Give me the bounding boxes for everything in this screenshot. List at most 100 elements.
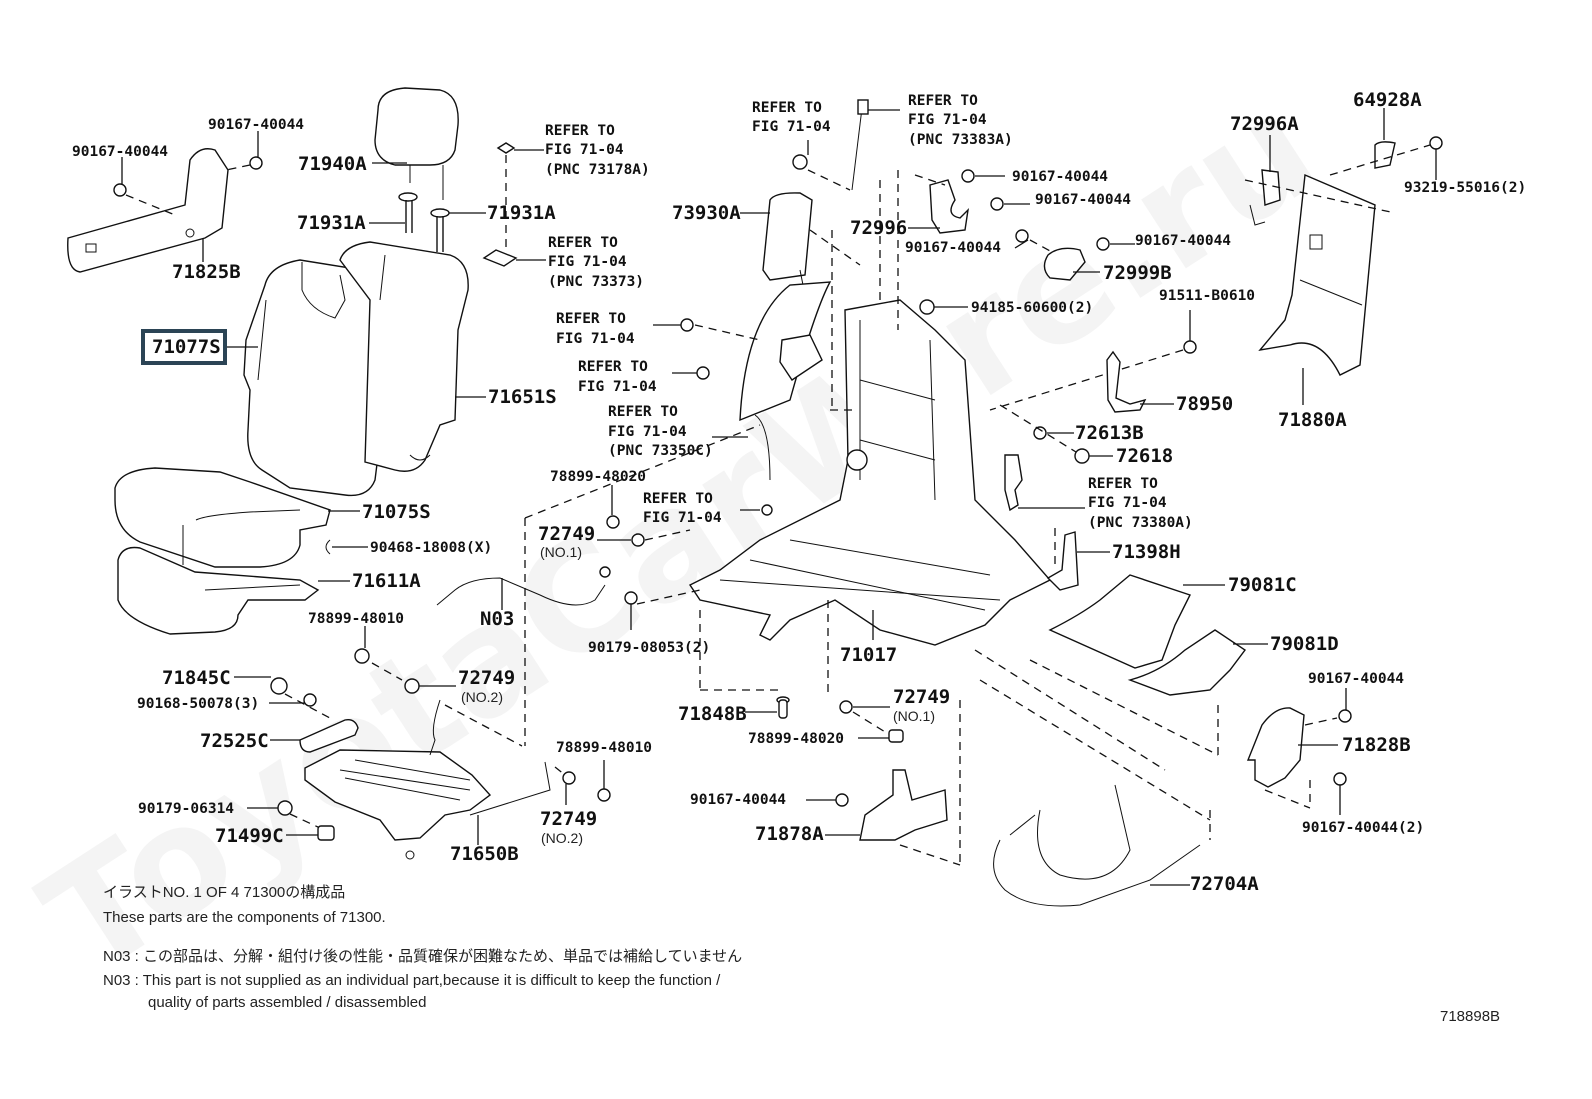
label-78899-48020[interactable]: 78899-48020 <box>748 731 844 747</box>
label-72996A[interactable]: 72996A <box>1230 113 1299 135</box>
label-90167-40044[interactable]: 90167-40044 <box>1135 233 1231 249</box>
refer-to-fig-71-04-belt-b[interactable]: REFER TO FIG 71-04 <box>578 359 657 395</box>
part-71825B-armrest-cover[interactable] <box>67 148 229 273</box>
label-72704A[interactable]: 72704A <box>1190 873 1259 895</box>
refer-to-fig-71-04-belt-a[interactable]: REFER TO FIG 71-04 <box>556 311 635 347</box>
label-90167-40044[interactable]: 90167-40044 <box>690 792 786 808</box>
label-72525C[interactable]: 72525C <box>200 730 269 752</box>
label-72996[interactable]: 72996 <box>850 217 907 239</box>
label-90167-40044[interactable]: 90167-40044 <box>1035 192 1131 208</box>
label-71931A[interactable]: 71931A <box>487 202 556 224</box>
label-72749[interactable]: 72749 <box>893 686 950 708</box>
label-72749[interactable]: 72749 <box>540 808 597 830</box>
label-78899-48010[interactable]: 78899-48010 <box>556 740 652 756</box>
refer-line: FIG 71-04 <box>643 510 722 526</box>
part-71398H-bracket[interactable] <box>1046 531 1079 591</box>
label-64928A[interactable]: 64928A <box>1353 89 1422 111</box>
label-71651S[interactable]: 71651S <box>488 386 557 408</box>
label-78899-48010[interactable]: 78899-48010 <box>308 611 404 627</box>
label-71931A[interactable]: 71931A <box>297 212 366 234</box>
part-71017-seat-track-frame[interactable] <box>688 299 1052 646</box>
label-79081C[interactable]: 79081C <box>1228 574 1297 596</box>
part-71940A-headrest[interactable] <box>374 87 459 200</box>
part-seatbelt-guide[interactable] <box>851 99 869 191</box>
label-72749[interactable]: 72749 <box>538 523 595 545</box>
part-71878A-bracket[interactable] <box>859 769 948 841</box>
label-71848B[interactable]: 71848B <box>678 703 747 725</box>
refer-line: FIG 71-04 <box>608 424 687 440</box>
label-71075S[interactable]: 71075S <box>362 501 431 523</box>
label-90167-40044[interactable]: 90167-40044 <box>905 240 1001 256</box>
refer-to-pnc-73380A[interactable]: REFER TO FIG 71-04 (PNC 73380A) <box>1088 476 1193 531</box>
part-71828B-cover[interactable] <box>1246 707 1305 788</box>
label-90179-08053[interactable]: 90179-08053(2) <box>588 640 710 656</box>
refer-line: FIG 71-04 <box>548 254 627 270</box>
label-93219-55016[interactable]: 93219-55016(2) <box>1404 180 1526 196</box>
refer-line: FIG 71-04 <box>545 142 624 158</box>
part-71650B-seat-frame[interactable] <box>304 699 551 860</box>
label-71650B[interactable]: 71650B <box>450 843 519 865</box>
label-90167-40044[interactable]: 90167-40044(2) <box>1302 820 1424 836</box>
refer-to-pnc-73383A[interactable]: REFER TO FIG 71-04 (PNC 73383A) <box>908 93 1013 148</box>
label-71398H[interactable]: 71398H <box>1112 541 1181 563</box>
label-90168-50078[interactable]: 90168-50078(3) <box>137 696 259 712</box>
part-seat-belt[interactable] <box>739 281 832 481</box>
label-90179-06314[interactable]: 90179-06314 <box>138 801 234 817</box>
refer-line: FIG 71-04 <box>908 112 987 128</box>
label-72613B[interactable]: 72613B <box>1075 422 1144 444</box>
part-79081D-mat[interactable] <box>1127 629 1247 696</box>
label-71940A[interactable]: 71940A <box>298 153 367 175</box>
refer-to-pnc-73178A[interactable]: REFER TO FIG 71-04 (PNC 73178A) <box>545 123 650 178</box>
label-90167-40044[interactable]: 90167-40044 <box>1012 169 1108 185</box>
label-94185-60600[interactable]: 94185-60600(2) <box>971 300 1093 316</box>
part-71848B-pin[interactable] <box>776 696 790 719</box>
label-71077S-highlighted[interactable]: 71077S <box>152 336 221 358</box>
part-71611A-cushion-pad[interactable] <box>117 546 320 635</box>
label-72618[interactable]: 72618 <box>1116 445 1173 467</box>
label-71499C[interactable]: 71499C <box>215 825 284 847</box>
label-90468-18008[interactable]: 90468-18008(X) <box>370 540 492 556</box>
label-71878A[interactable]: 71878A <box>755 823 824 845</box>
part-71931A-headrest-support[interactable] <box>398 192 450 252</box>
part-90468-18008-clip[interactable] <box>325 539 331 555</box>
refer-to-pnc-73350C[interactable]: REFER TO FIG 71-04 (PNC 73350C) <box>608 404 713 459</box>
part-71651S-seatback-pad[interactable] <box>339 241 469 472</box>
part-72996-hinge-cover[interactable] <box>929 179 970 234</box>
part-79081C-mat[interactable] <box>1048 574 1191 669</box>
label-71828B[interactable]: 71828B <box>1342 734 1411 756</box>
label-78899-48020[interactable]: 78899-48020 <box>550 469 646 485</box>
label-91511-B0610[interactable]: 91511-B0610 <box>1159 288 1255 304</box>
label-71845C[interactable]: 71845C <box>162 667 231 689</box>
label-90167-40044[interactable]: 90167-40044 <box>72 144 168 160</box>
part-buckle[interactable] <box>1004 454 1023 512</box>
label-73930A[interactable]: 73930A <box>672 202 741 224</box>
part-72996A-switch[interactable] <box>1249 169 1281 226</box>
refer-line: FIG 71-04 <box>556 331 635 347</box>
note-n03-en: N03 : This part is not supplied as an in… <box>103 972 721 989</box>
refer-to-fig-71-04-bolt[interactable]: REFER TO FIG 71-04 <box>643 491 722 526</box>
refer-line: (PNC 73380A) <box>1088 515 1193 531</box>
refer-line: REFER TO <box>578 359 648 375</box>
part-72704A-cable[interactable] <box>993 784 1201 907</box>
label-71611A[interactable]: 71611A <box>352 570 421 592</box>
part-78950-bracket[interactable] <box>1106 350 1147 413</box>
label-71825B[interactable]: 71825B <box>172 261 241 283</box>
label-71017[interactable]: 71017 <box>840 644 897 666</box>
refer-to-pnc-73373[interactable]: REFER TO FIG 71-04 (PNC 73373) <box>548 235 644 290</box>
label-72999B[interactable]: 72999B <box>1103 262 1172 284</box>
refer-line: REFER TO <box>752 100 822 116</box>
label-79081D[interactable]: 79081D <box>1270 633 1339 655</box>
label-72749[interactable]: 72749 <box>458 667 515 689</box>
part-71880A-seatback-board[interactable] <box>1258 173 1376 376</box>
part-71075S-cushion-cover[interactable] <box>114 467 331 568</box>
refer-to-fig-71-04-top[interactable]: REFER TO FIG 71-04 <box>752 100 831 135</box>
part-72525C-handle[interactable] <box>299 718 359 753</box>
label-90167-40044[interactable]: 90167-40044 <box>208 117 304 133</box>
cable-N03[interactable] <box>436 577 606 610</box>
label-N03[interactable]: N03 <box>480 608 514 630</box>
label-71880A[interactable]: 71880A <box>1278 409 1347 431</box>
part-64928A-cap[interactable] <box>1374 141 1396 169</box>
label-90167-40044[interactable]: 90167-40044 <box>1308 671 1404 687</box>
label-78950[interactable]: 78950 <box>1176 393 1233 415</box>
part-71077S-seatback-cover[interactable] <box>243 259 399 497</box>
